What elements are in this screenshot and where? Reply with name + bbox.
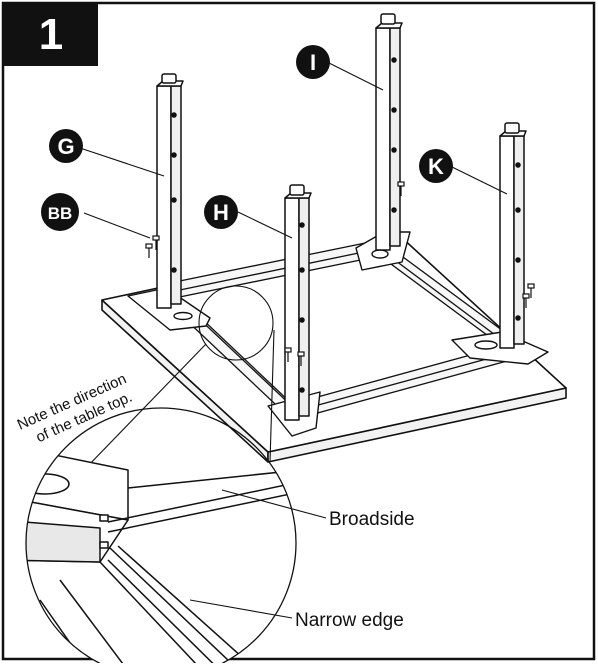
detail-view-contents (26, 447, 296, 668)
svg-text:H: H (213, 200, 229, 225)
leg-i (375, 13, 403, 251)
step-number: 1 (4, 4, 98, 66)
narrow-edge-label: Narrow edge (295, 610, 404, 631)
callout-h: H (204, 195, 238, 229)
leg-g (156, 73, 184, 309)
table-top (101, 235, 567, 463)
leader-lines (79, 61, 508, 239)
callout-k: K (419, 149, 453, 183)
detail-leader-lines (189, 489, 327, 619)
svg-text:G: G (57, 134, 74, 159)
svg-text:I: I (310, 50, 316, 75)
callout-i: I (296, 45, 330, 79)
leg-h (284, 184, 312, 421)
magnifier-indicator (83, 285, 275, 471)
leg-k (499, 122, 527, 349)
detail-view-circle (25, 407, 297, 668)
svg-text:BB: BB (48, 204, 73, 223)
svg-text:K: K (428, 154, 444, 179)
broadside-label: Broadside (329, 509, 415, 530)
callout-g: G (49, 129, 83, 163)
callout-bb: BB (41, 193, 79, 231)
screws-bb (145, 181, 535, 366)
